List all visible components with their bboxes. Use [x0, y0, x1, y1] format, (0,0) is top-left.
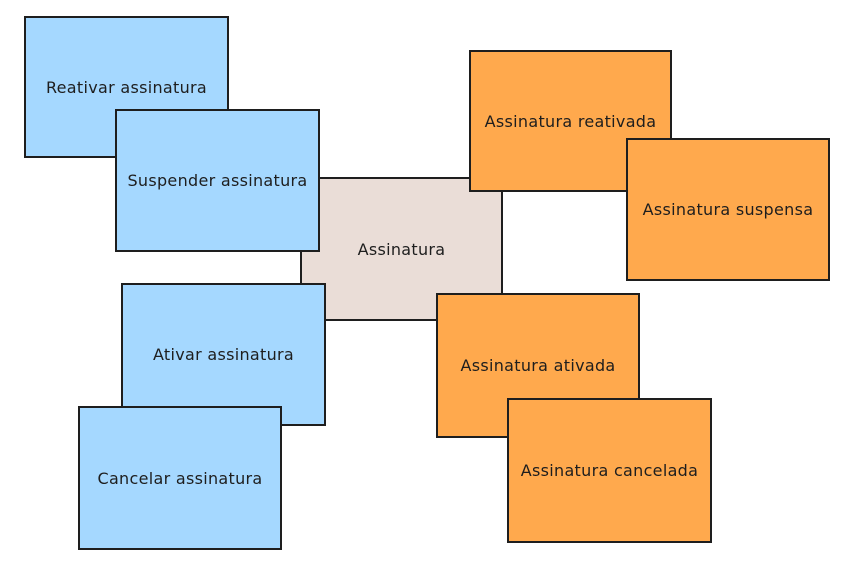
command-label-reativar: Reativar assinatura [45, 77, 208, 97]
event-label-cancelada: Assinatura cancelada [520, 461, 699, 480]
event-note-cancelada[interactable]: Assinatura cancelada [507, 398, 712, 543]
command-note-suspender[interactable]: Suspender assinatura [115, 109, 320, 252]
command-label-cancelar: Cancelar assinatura [97, 468, 263, 488]
event-note-suspensa[interactable]: Assinatura suspensa [626, 138, 830, 281]
command-note-ativar[interactable]: Ativar assinatura [121, 283, 326, 426]
event-label-ativada: Assinatura ativada [460, 356, 616, 375]
aggregate-label: Assinatura [357, 239, 446, 259]
aggregate-note-assinatura[interactable]: Assinatura [300, 177, 503, 321]
command-label-suspender: Suspender assinatura [127, 171, 308, 190]
event-label-suspensa: Assinatura suspensa [642, 200, 814, 219]
command-note-cancelar[interactable]: Cancelar assinatura [78, 406, 282, 550]
event-label-reativada: Assinatura reativada [484, 111, 657, 131]
command-label-ativar: Ativar assinatura [152, 345, 295, 364]
